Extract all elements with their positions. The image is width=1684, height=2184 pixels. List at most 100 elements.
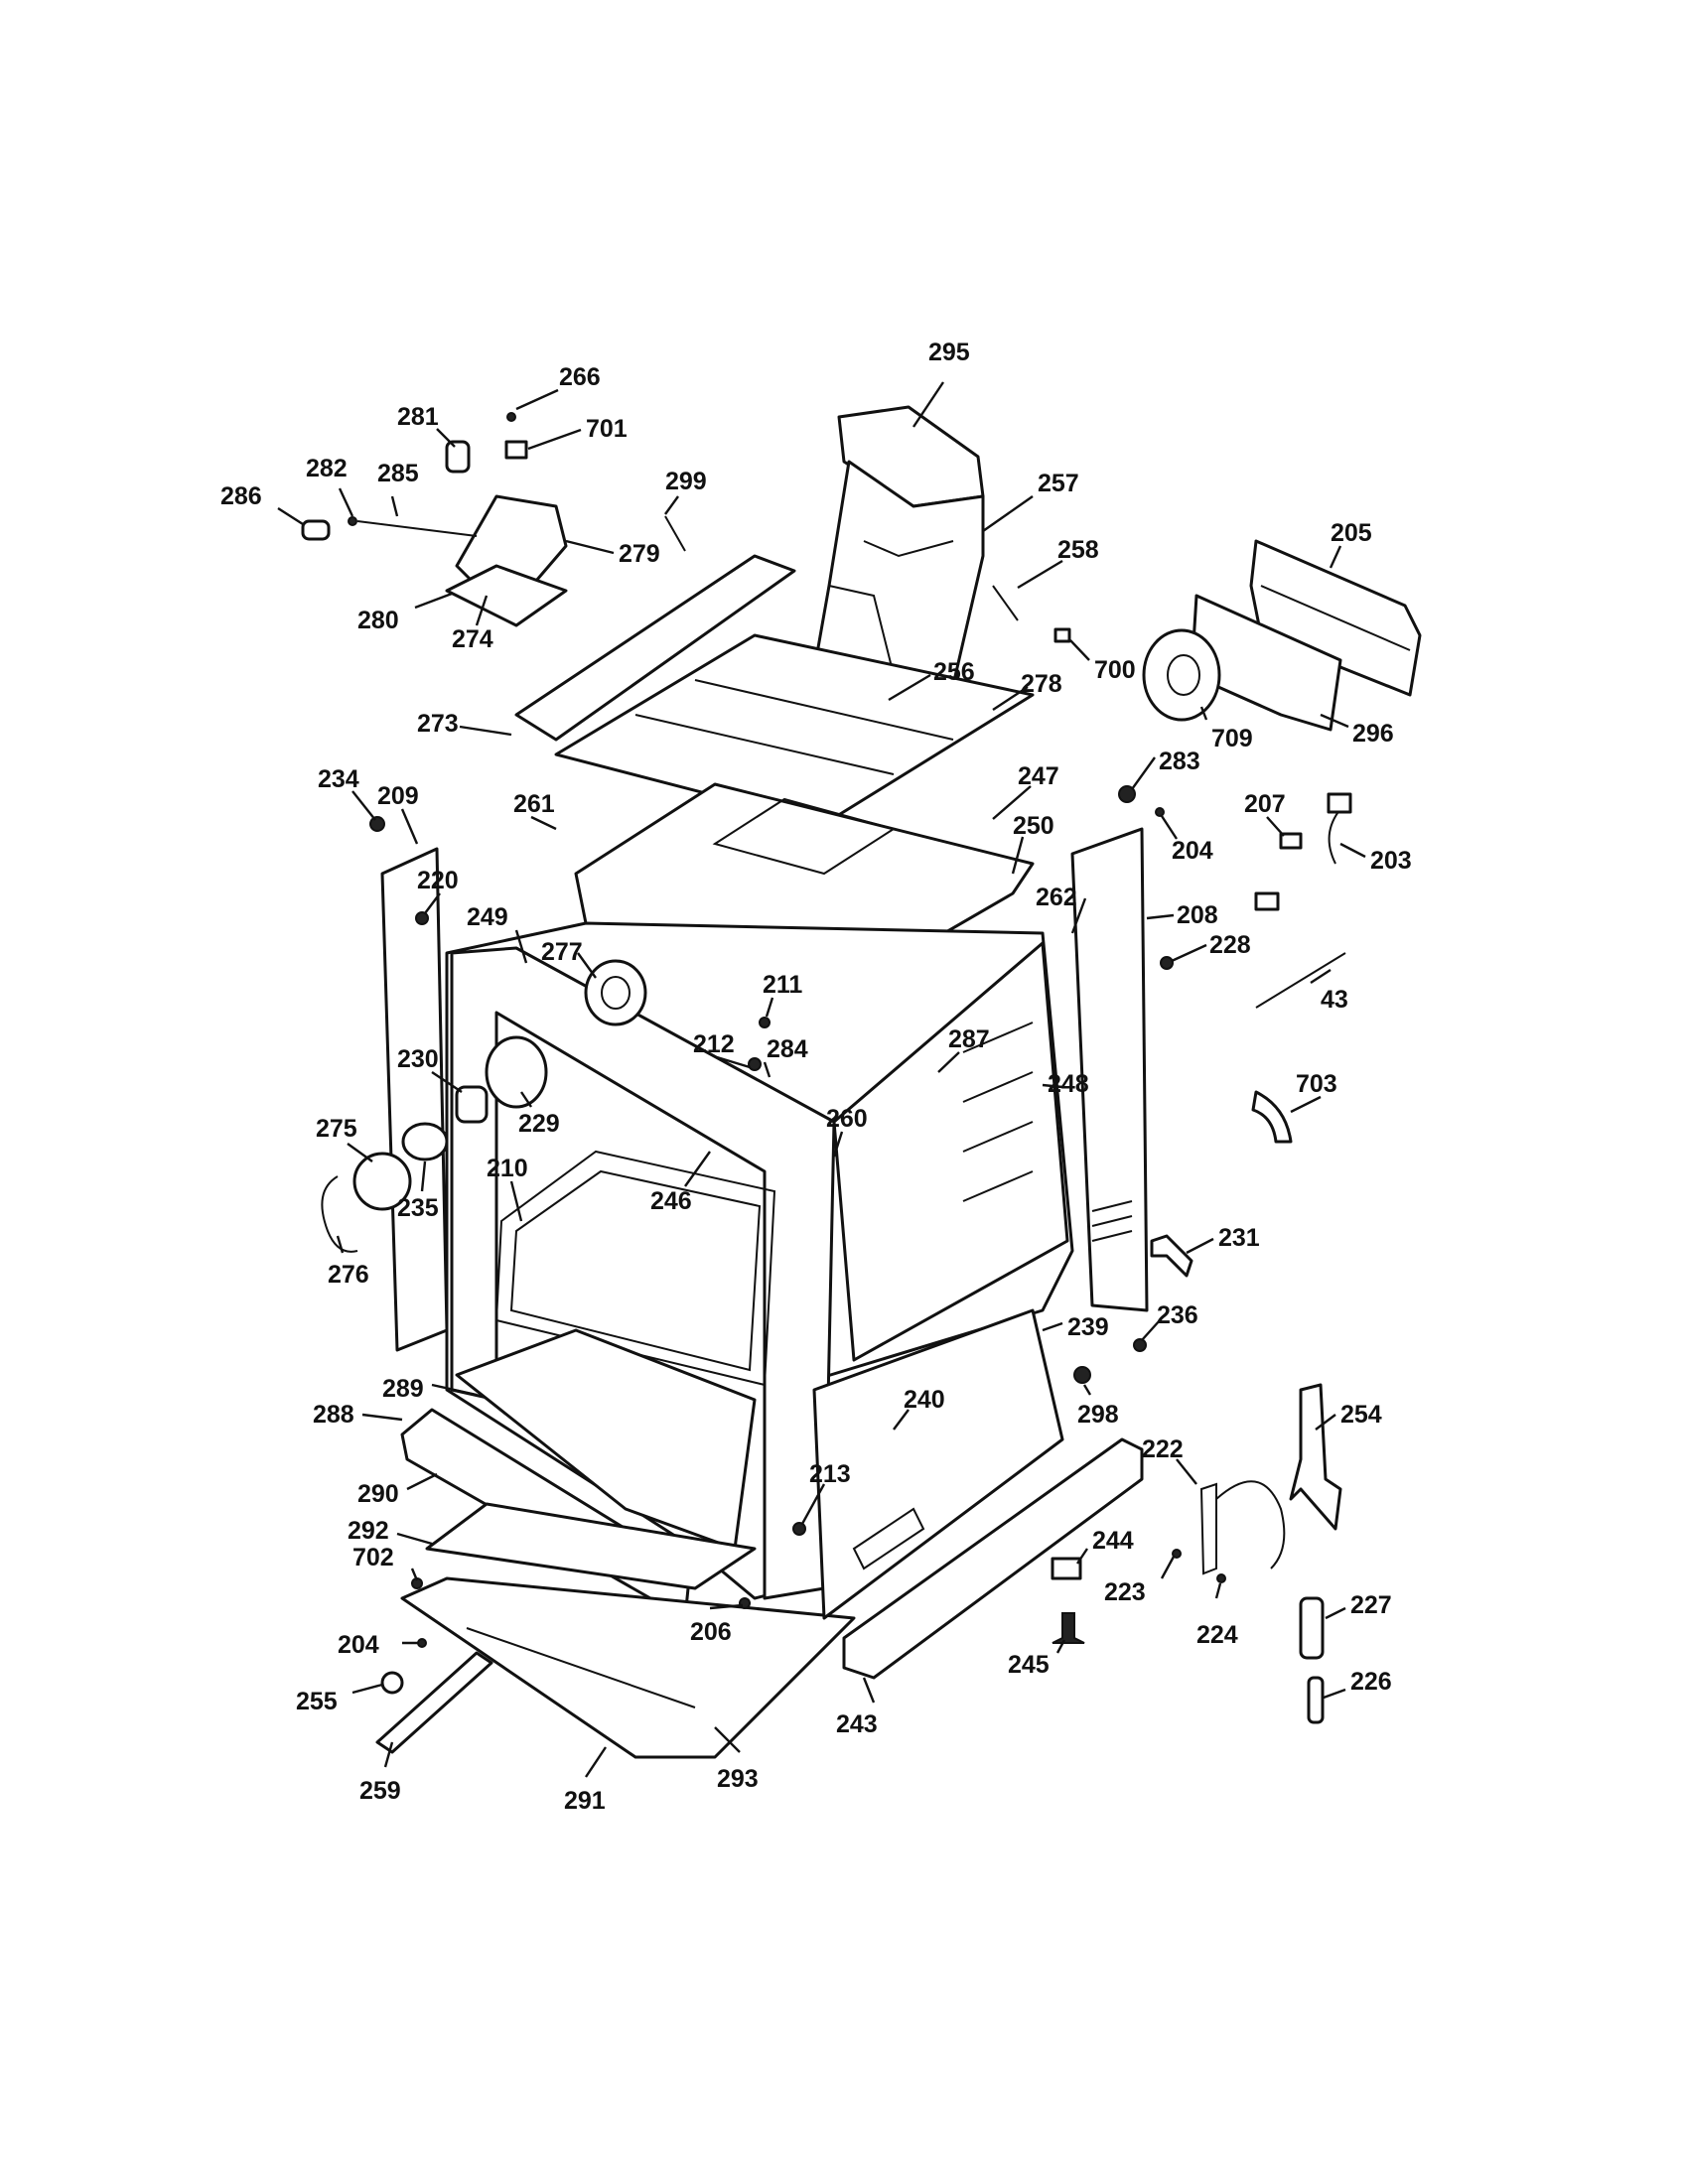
callout-209: 209	[377, 782, 419, 810]
callout-249: 249	[467, 903, 508, 931]
callout-709: 709	[1211, 725, 1253, 752]
knob-cap	[301, 519, 331, 541]
part-drawings	[301, 405, 1422, 1759]
lamp-socket-plate	[485, 1035, 548, 1109]
callout-206: 206	[690, 1618, 732, 1646]
callout-291: 291	[564, 1787, 606, 1815]
callout-283: 283	[1159, 748, 1200, 775]
callout-229: 229	[518, 1110, 560, 1138]
callout-247: 247	[1018, 762, 1059, 790]
callout-213: 213	[809, 1460, 851, 1488]
screw-234	[369, 816, 385, 832]
callout-259: 259	[359, 1777, 401, 1805]
drawer-rail	[375, 1651, 493, 1754]
oven-opening	[494, 1150, 776, 1387]
callout-276: 276	[328, 1261, 369, 1289]
burner-mount-plate	[445, 564, 568, 627]
drawer-bottom	[425, 1502, 757, 1590]
callout-298: 298	[1077, 1401, 1119, 1429]
front-base-rail	[842, 1437, 1144, 1680]
lamp-bulb	[401, 1122, 449, 1161]
leveling-leg	[1052, 1612, 1085, 1644]
callout-274: 274	[452, 625, 493, 653]
callout-210: 210	[487, 1155, 528, 1182]
callout-230: 230	[397, 1045, 439, 1073]
callout-204a: 204	[1172, 837, 1213, 865]
callout-701: 701	[586, 415, 628, 443]
screw-282	[348, 516, 357, 526]
callout-275: 275	[316, 1115, 357, 1143]
door-hinge	[1199, 1480, 1286, 1575]
callout-203: 203	[1370, 847, 1412, 875]
callout-244: 244	[1092, 1527, 1134, 1555]
leg-bracket	[1051, 1557, 1082, 1580]
small-clip	[1053, 627, 1071, 643]
callout-273: 273	[417, 710, 459, 738]
callout-266: 266	[559, 363, 601, 391]
right-side-rail	[1070, 827, 1149, 1312]
screw-283	[1118, 785, 1136, 803]
screw-224	[1216, 1573, 1226, 1583]
callout-296: 296	[1352, 720, 1394, 748]
callout-250: 250	[1013, 812, 1054, 840]
hinge-spring-small	[1307, 1676, 1325, 1724]
callout-220: 220	[417, 867, 459, 894]
lamp-socket	[455, 1085, 489, 1124]
callout-257: 257	[1038, 470, 1079, 497]
light-ring	[584, 959, 647, 1026]
broiler-drawer-pan	[455, 1328, 757, 1551]
screw-255	[380, 1671, 404, 1695]
callout-256: 256	[933, 658, 975, 686]
callout-235: 235	[397, 1194, 439, 1222]
screw-266	[506, 412, 516, 422]
wire-connector	[1279, 832, 1303, 850]
callout-222: 222	[1142, 1435, 1184, 1463]
hinge-spring	[1299, 1596, 1325, 1660]
hinge-bracket	[1289, 1383, 1342, 1531]
screw-211	[759, 1017, 771, 1028]
callout-231: 231	[1218, 1224, 1260, 1252]
callout-700: 700	[1094, 656, 1136, 684]
callout-246: 246	[650, 1187, 692, 1215]
callout-282: 282	[306, 455, 348, 482]
callout-254: 254	[1340, 1401, 1382, 1429]
callout-703: 703	[1296, 1070, 1337, 1098]
callout-248: 248	[1048, 1070, 1089, 1098]
callout-239: 239	[1067, 1313, 1109, 1341]
pin-rod	[664, 515, 686, 552]
callout-279: 279	[619, 540, 660, 568]
screw-236	[1133, 1338, 1147, 1352]
callout-208: 208	[1177, 901, 1218, 929]
callout-702: 702	[352, 1544, 394, 1571]
callout-243: 243	[836, 1710, 878, 1738]
callout-262: 262	[1036, 884, 1077, 911]
callout-293: 293	[717, 1765, 759, 1793]
screw-228	[1160, 956, 1174, 970]
callout-278: 278	[1021, 670, 1062, 698]
callout-labels: 295 266 281 701 257 282 285 299 286 205 …	[220, 339, 1412, 1815]
round-grommet	[1142, 628, 1221, 722]
callout-228: 228	[1209, 931, 1251, 959]
callout-292: 292	[348, 1517, 389, 1545]
callout-207: 207	[1244, 790, 1286, 818]
callout-226: 226	[1350, 1668, 1392, 1696]
callout-211: 211	[763, 971, 802, 999]
callout-258: 258	[1057, 536, 1099, 564]
callout-295: 295	[928, 339, 970, 366]
side-bracket	[1150, 1234, 1193, 1278]
callout-299: 299	[665, 468, 707, 495]
screw-220	[415, 911, 429, 925]
callout-236: 236	[1157, 1301, 1198, 1329]
screw-206	[739, 1597, 751, 1609]
callout-204b: 204	[338, 1631, 379, 1659]
callout-223: 223	[1104, 1578, 1146, 1606]
callout-240: 240	[904, 1386, 945, 1414]
left-side-rail	[380, 847, 449, 1352]
callout-261: 261	[513, 790, 555, 818]
callout-280: 280	[357, 607, 399, 634]
bottom-rear-panel	[812, 1308, 1064, 1620]
callout-260: 260	[826, 1105, 868, 1133]
callout-234: 234	[318, 765, 359, 793]
mount-clip	[504, 440, 528, 460]
